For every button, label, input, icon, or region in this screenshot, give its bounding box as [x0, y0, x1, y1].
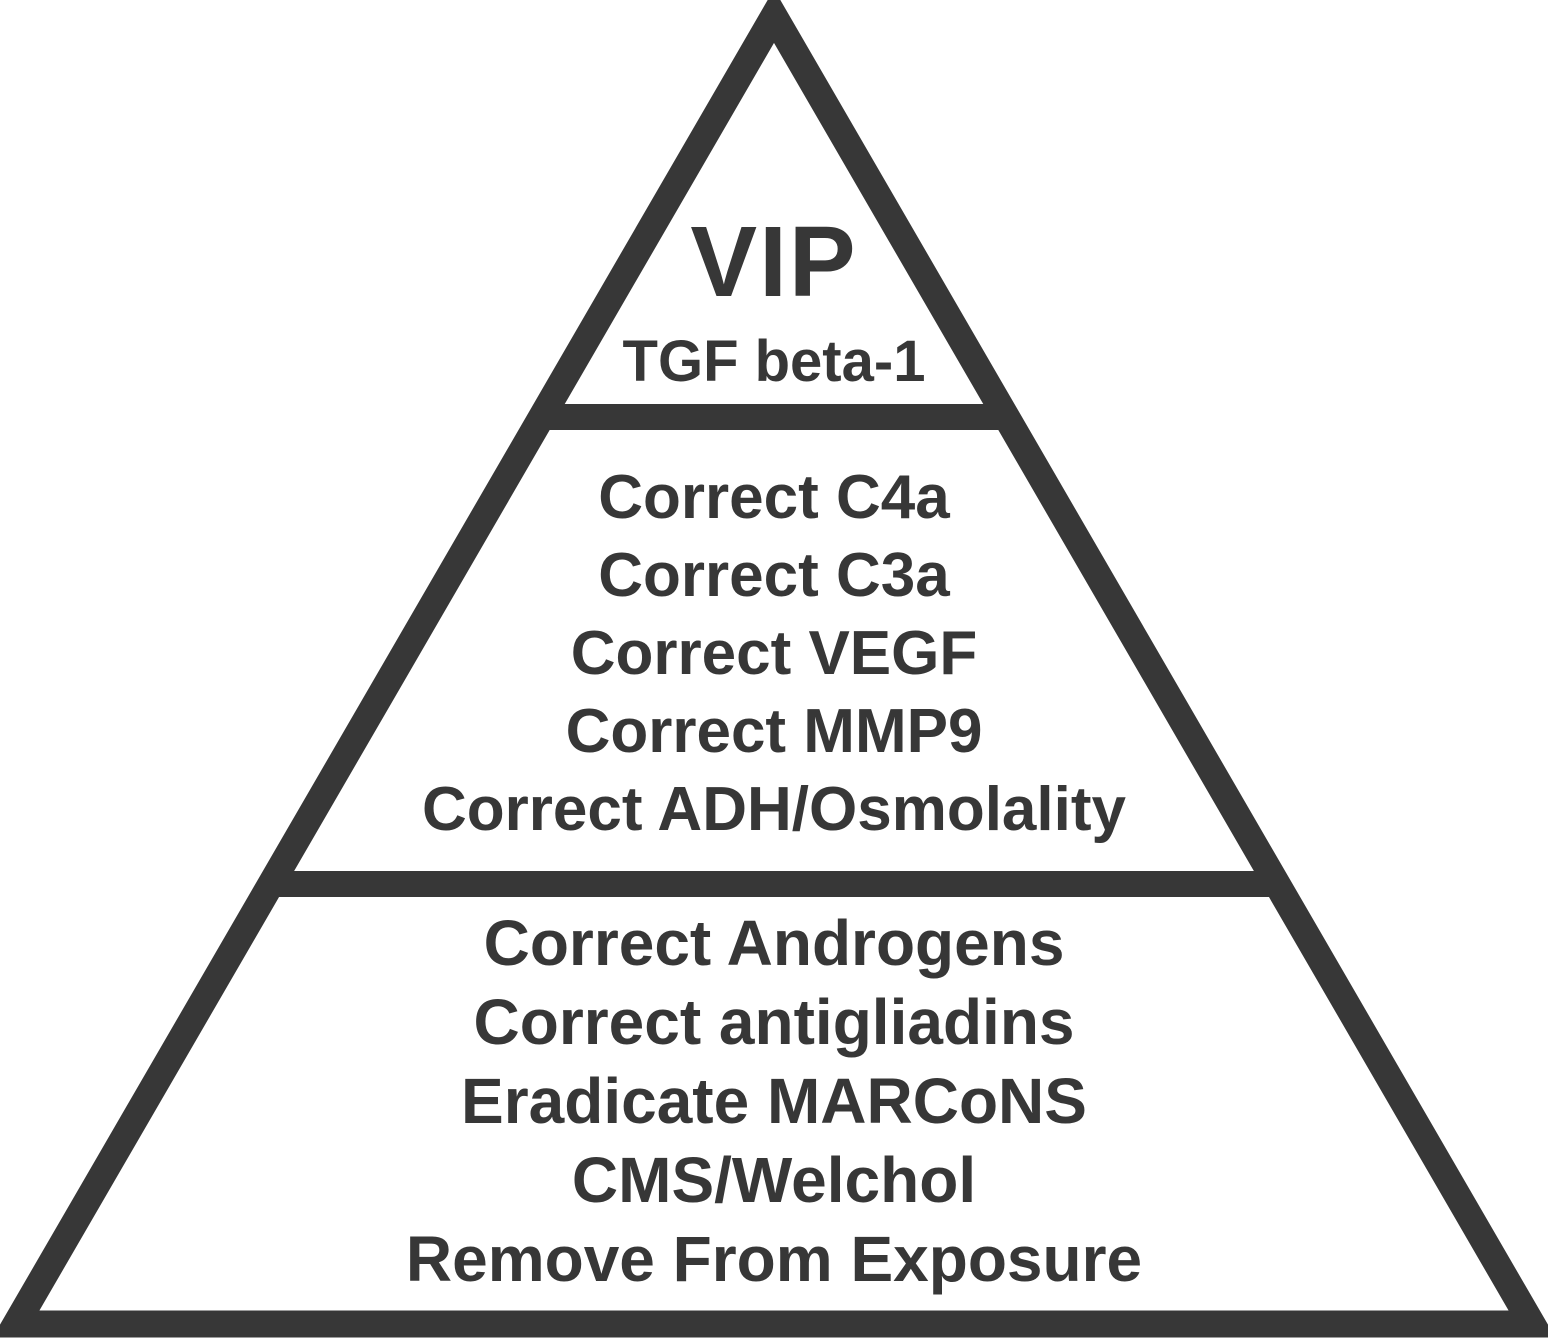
tier-middle-line: Correct ADH/Osmolality	[422, 775, 1126, 844]
tier-vip: VIP TGF beta-1	[0, 212, 1548, 391]
tier-bottom-line: Remove From Exposure	[405, 1223, 1143, 1295]
tier-bottom-line: Correct antigliadins	[473, 986, 1075, 1058]
tier-bottom-line: Correct Androgens	[483, 907, 1065, 979]
tier-bottom-line: Eradicate MARCoNS	[461, 1065, 1087, 1137]
tier-vip-title: VIP	[690, 206, 858, 318]
tier-bottom-line: CMS/Welchol	[571, 1144, 977, 1216]
tier-middle-line: Correct C3a	[598, 541, 950, 610]
tier-middle-line: Correct MMP9	[565, 697, 983, 766]
tier-vip-subtitle: TGF beta-1	[622, 329, 926, 394]
tier-bottom: Correct Androgens Correct antigliadins E…	[0, 904, 1548, 1299]
tier-middle-line: Correct VEGF	[570, 619, 978, 688]
tier-middle: Correct C4a Correct C3a Correct VEGF Cor…	[0, 459, 1548, 849]
tier-middle-line: Correct C4a	[598, 463, 950, 532]
